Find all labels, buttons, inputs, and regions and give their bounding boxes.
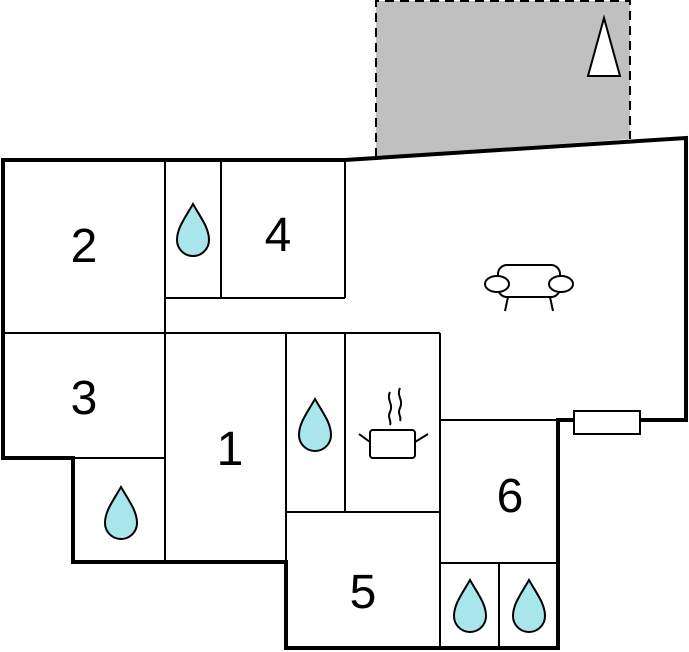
cooking-pot-icon <box>358 387 429 459</box>
north-arrow-icon <box>586 14 622 77</box>
water-drop-icon <box>297 396 333 452</box>
room-label-6: 6 <box>497 470 524 523</box>
water-drop-icon <box>452 577 488 633</box>
room-label-2: 2 <box>71 220 98 273</box>
water-drop-icon <box>175 201 211 257</box>
room-label-3: 3 <box>71 372 98 425</box>
room-label-5: 5 <box>350 566 377 619</box>
room-label-4: 4 <box>265 209 292 262</box>
window-icon <box>573 410 641 435</box>
terrace-area <box>375 0 631 157</box>
water-drop-icon <box>511 577 547 633</box>
water-drop-icon <box>103 484 139 540</box>
room-label-1: 1 <box>217 423 244 476</box>
sofa-icon <box>484 264 574 312</box>
interior-walls <box>3 160 558 648</box>
exterior-wall <box>1 135 688 650</box>
